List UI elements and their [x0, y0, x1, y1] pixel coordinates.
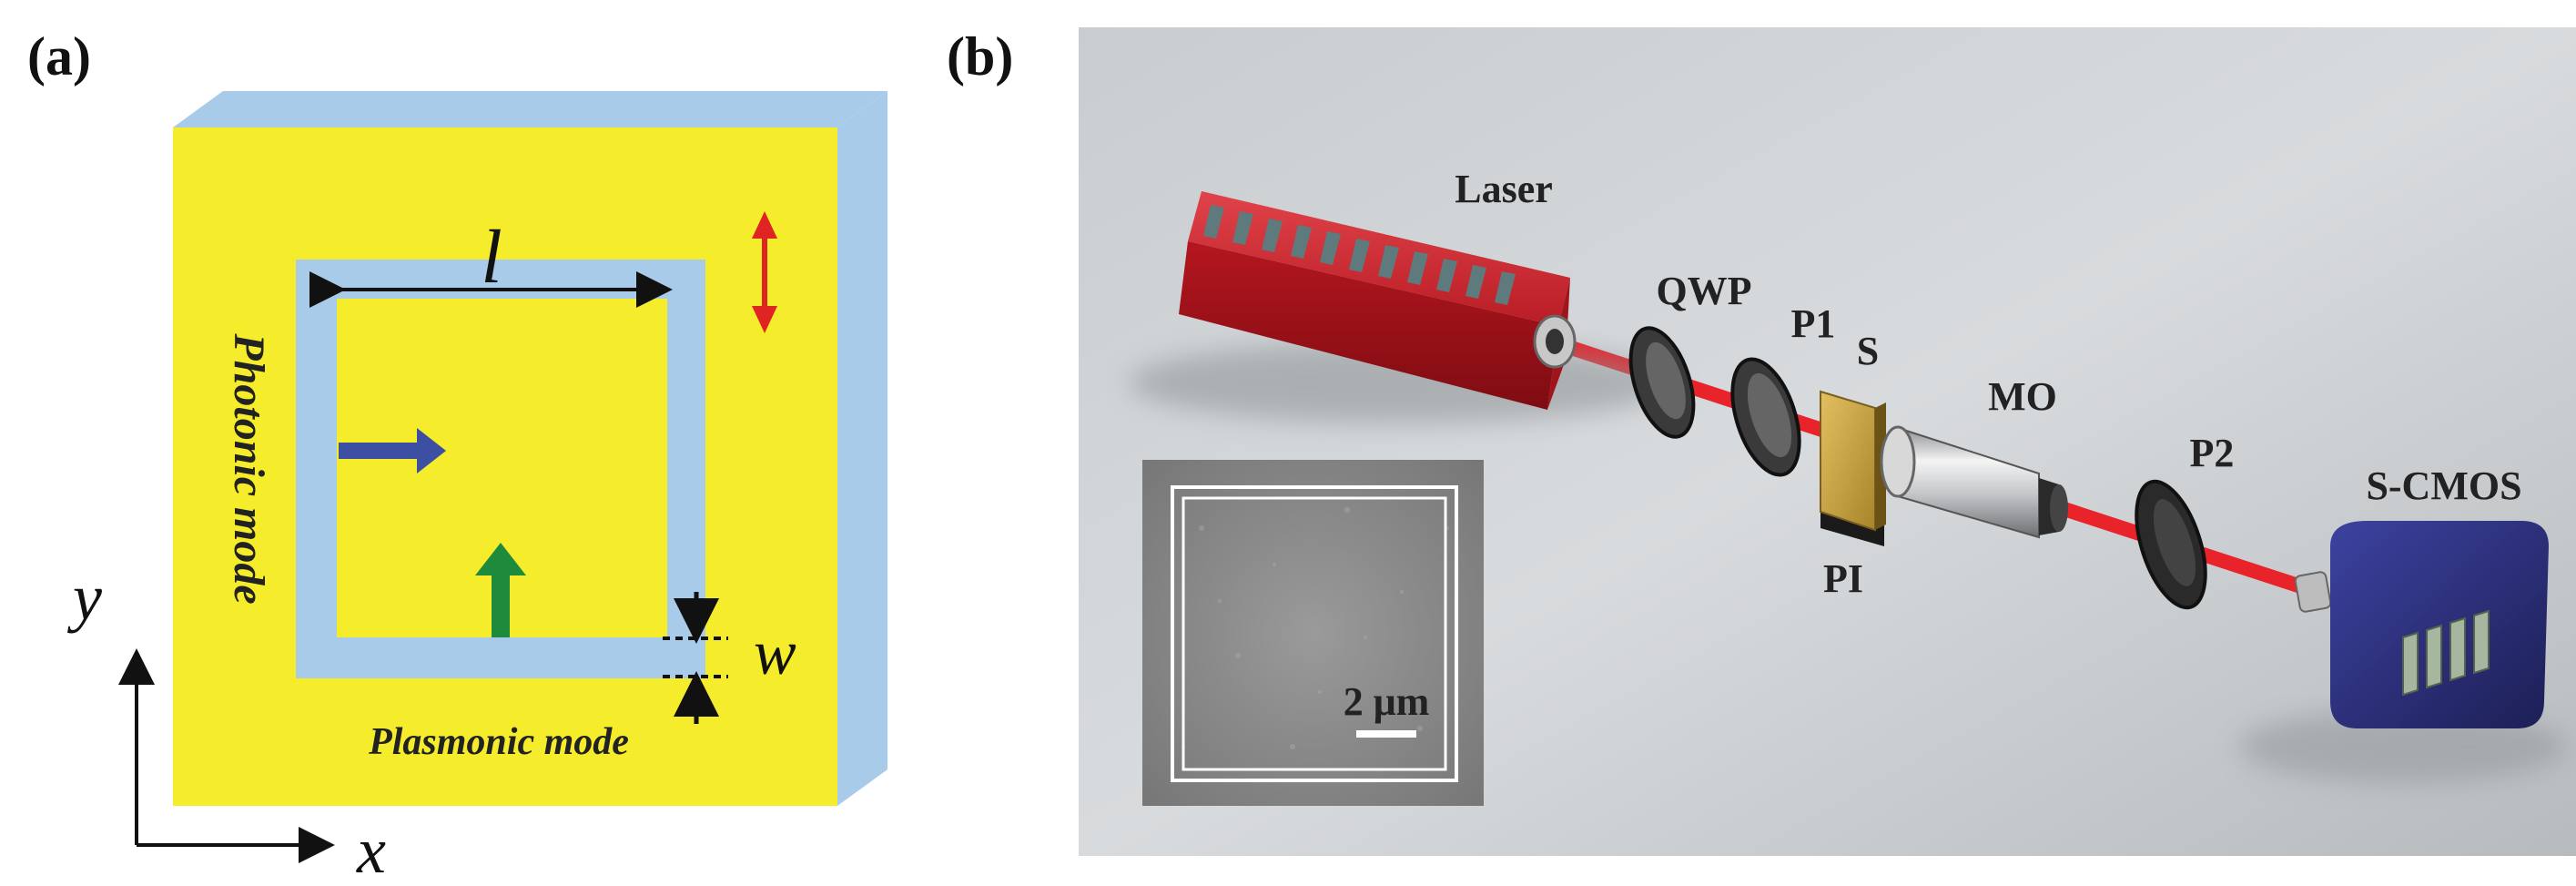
blue-arrow-icon	[339, 428, 446, 474]
width-label: w	[754, 618, 796, 688]
camera-label: S-CMOS	[2366, 463, 2521, 508]
red-double-arrow-icon	[752, 211, 777, 333]
slab-right-edge	[837, 91, 887, 806]
panel-a-label: (a)	[27, 26, 91, 87]
panel-a: l w Photonic mode Plasmonic mode y x	[66, 91, 887, 886]
laser-label: Laser	[1455, 167, 1553, 211]
objective-icon	[1880, 425, 2068, 539]
laser-vents	[1203, 205, 1516, 305]
p1-label: P1	[1791, 301, 1836, 346]
p1-icon	[1730, 357, 1801, 477]
y-axis-label: y	[66, 561, 102, 634]
stage-label: PI	[1823, 556, 1863, 601]
slab-top-edge	[173, 91, 887, 127]
sample-label: S	[1857, 329, 1879, 373]
photonic-mode-label: Photonic mode	[225, 332, 273, 604]
p2-label: P2	[2190, 431, 2235, 475]
camera-sensor-icon	[2402, 609, 2490, 697]
green-arrow-icon	[475, 543, 526, 637]
plasmonic-mode-label: Plasmonic mode	[368, 721, 629, 763]
laser-icon	[1179, 191, 1577, 410]
objective-label: MO	[1988, 374, 2057, 419]
sem-ring-inner	[1182, 496, 1447, 771]
x-axis-label: x	[356, 814, 386, 886]
panel-b-label: (b)	[947, 26, 1014, 87]
sem-ring-outer	[1171, 485, 1458, 782]
camera-icon	[2239, 521, 2567, 783]
sample-stage-icon	[1820, 390, 1886, 546]
sem-texture	[1182, 507, 1449, 749]
p2-icon	[2135, 479, 2207, 610]
length-label: l	[481, 215, 502, 300]
panel-b: Laser QWP P1 S PI MO	[1079, 27, 2576, 856]
scale-bar-label: 2 μm	[1344, 679, 1430, 724]
qwp-label: QWP	[1656, 269, 1751, 313]
qwp-icon	[1628, 326, 1696, 439]
gold-film	[173, 127, 837, 806]
scale-bar	[1356, 730, 1416, 738]
sem-inset: 2 μm	[1142, 460, 1484, 806]
